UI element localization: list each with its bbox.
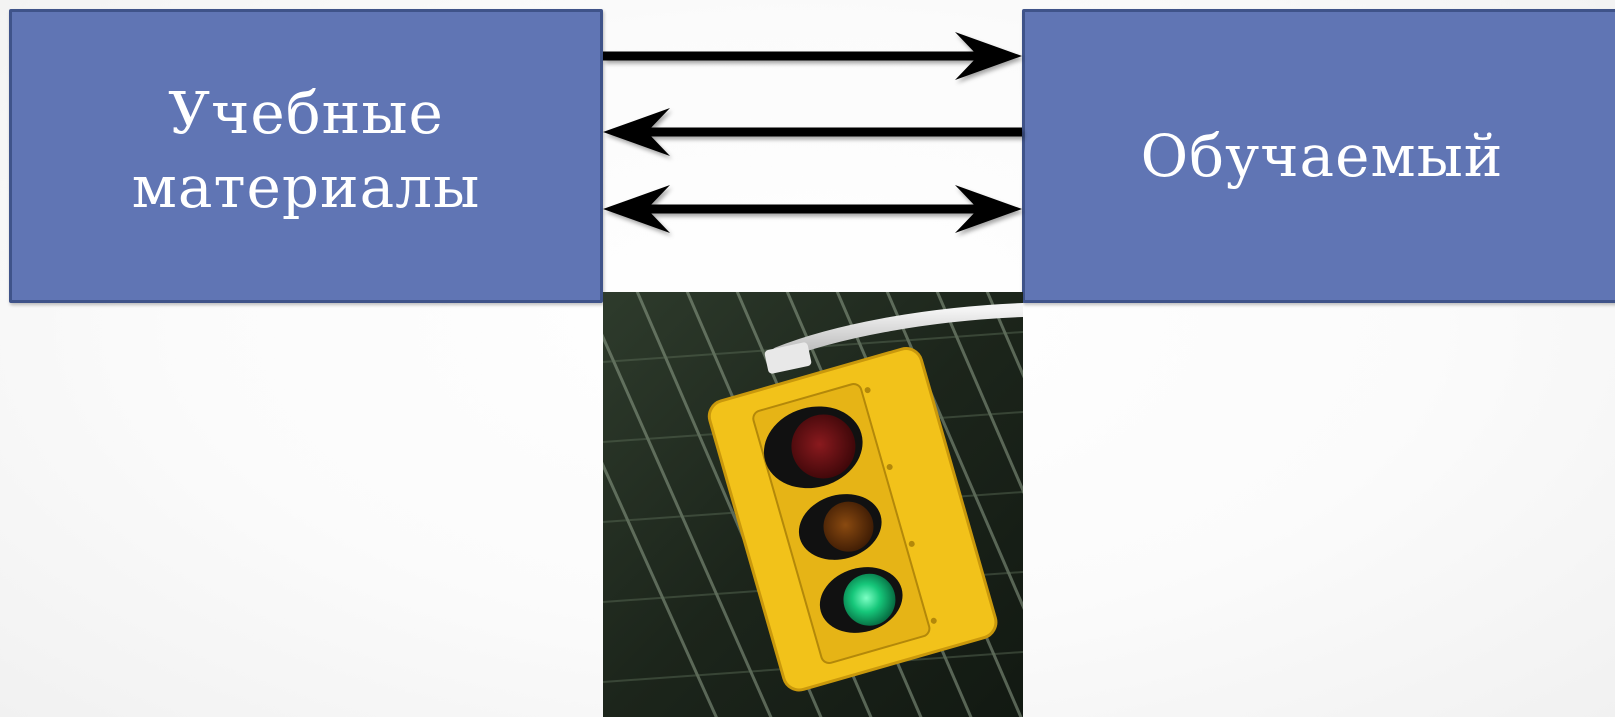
arrow-to-learner <box>603 32 1022 80</box>
arrow-bidirectional <box>603 185 1022 233</box>
arrow-to-materials <box>603 108 1022 156</box>
arrows-group <box>0 0 1615 300</box>
traffic-light-icon <box>603 292 1023 717</box>
traffic-light-photo <box>603 292 1023 717</box>
